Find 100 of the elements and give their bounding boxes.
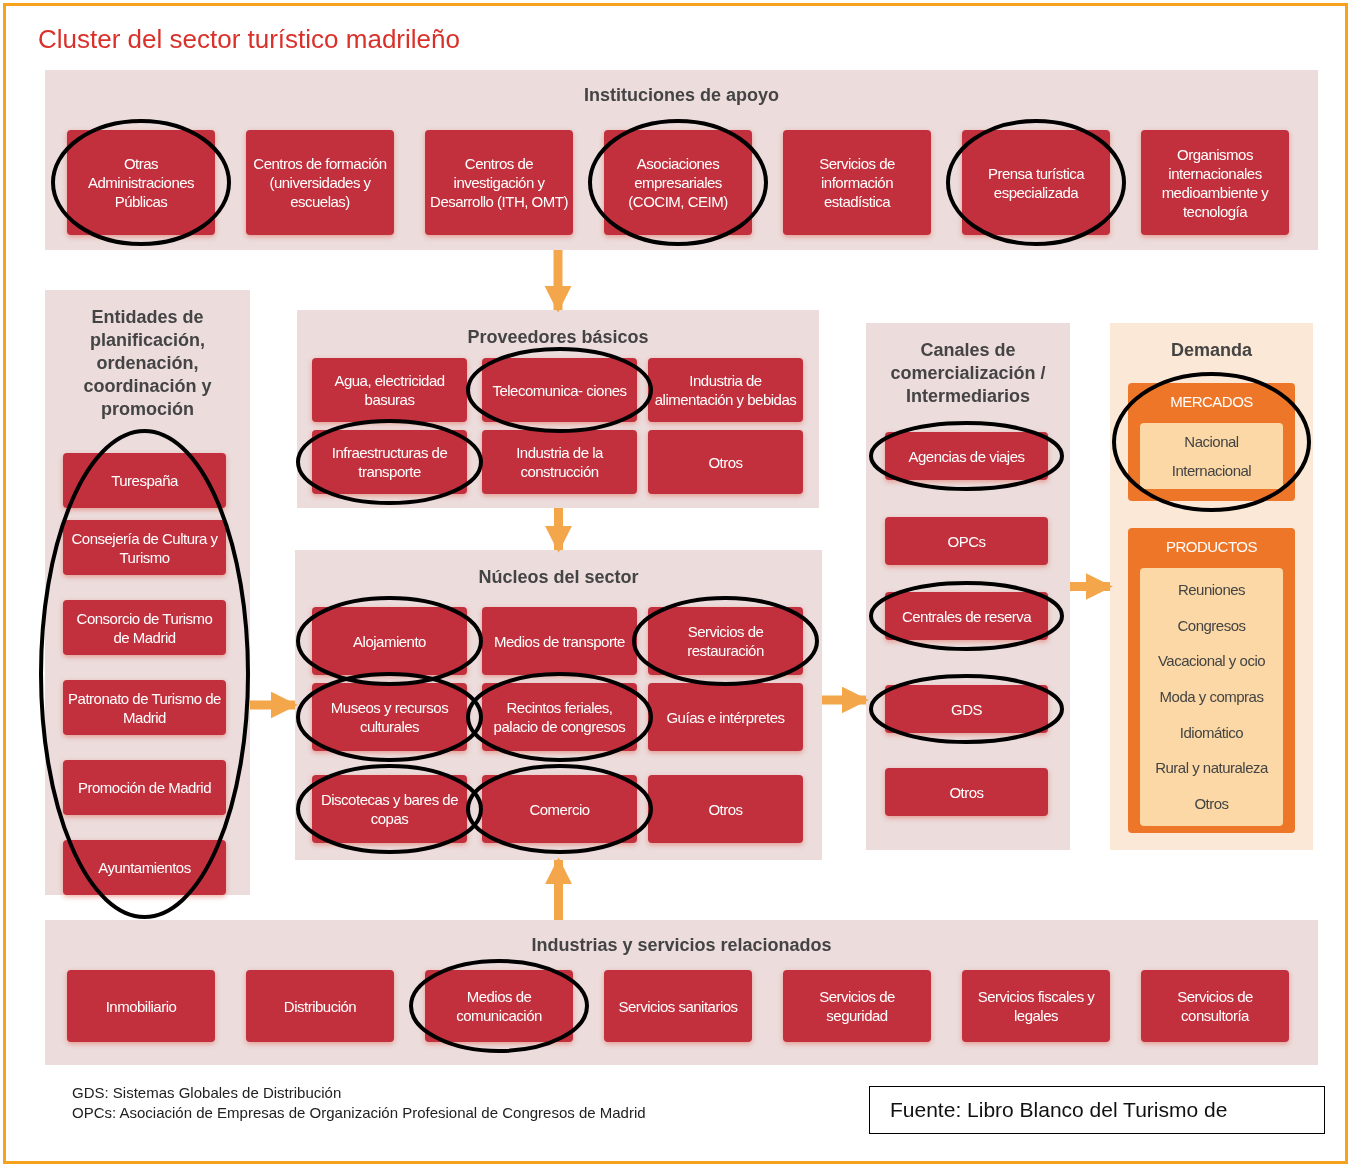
category-title: PRODUCTOS <box>1164 538 1259 555</box>
sector-box <box>246 970 394 1042</box>
sector-box <box>246 130 394 235</box>
sector-box <box>312 358 467 422</box>
arrow <box>544 250 572 313</box>
sector-box <box>885 592 1048 640</box>
list-panel <box>1140 423 1283 489</box>
sector-box <box>63 453 226 508</box>
sector-box <box>885 432 1048 480</box>
box-label: GDS <box>950 699 983 719</box>
group-panel <box>45 290 250 895</box>
box-label: Otros <box>707 799 744 819</box>
arrow <box>822 686 869 714</box>
arrow <box>545 508 572 553</box>
box-label: Promoción de Madrid <box>76 778 213 797</box>
sector-box <box>63 840 226 895</box>
box-label: Otros <box>948 782 985 802</box>
box-label: Ayuntamientos <box>97 858 192 877</box>
box-label: Otros <box>707 452 744 472</box>
box-label: Comercio <box>528 799 591 819</box>
box-label: Discotecas y bares de copas <box>319 790 460 828</box>
group-panel <box>297 310 819 508</box>
group-title: Demanda <box>1170 339 1253 362</box>
sector-box <box>962 970 1110 1042</box>
box-label: Otras Administraciones Públicas <box>86 154 196 211</box>
list-item: Nacional <box>1184 432 1239 451</box>
sector-box <box>604 130 752 235</box>
list-item: Vacacional y ocio <box>1157 652 1266 671</box>
box-label: Medios de comunicación <box>455 987 543 1025</box>
sector-box <box>63 600 226 655</box>
footnote: GDS: Sistemas Globales de Distribución <box>72 1084 342 1101</box>
list-panel <box>1140 568 1283 826</box>
list-item: Internacional <box>1171 461 1252 480</box>
box-label: Industria de alimentación y bebidas <box>653 371 798 409</box>
sector-box <box>648 683 803 751</box>
sector-box <box>67 970 215 1042</box>
box-label: Guías e intérpretes <box>665 707 786 727</box>
footnote: OPCs: Asociación de Empresas de Organización Profesional de Congresos de Madrid <box>72 1104 646 1121</box>
box-label: OPCs <box>946 531 987 551</box>
box-label: Recintos feriales, palacio de congresos <box>492 698 627 736</box>
box-label: Museos y recursos culturales <box>329 698 450 736</box>
box-label: Servicios de restauración <box>686 622 765 660</box>
sector-box <box>962 130 1110 235</box>
box-label: Patronato de Turismo de Madrid <box>67 688 222 727</box>
sector-box <box>885 768 1048 816</box>
box-label: Alojamiento <box>352 631 427 651</box>
sector-box <box>312 775 467 843</box>
box-label: Asociaciones empresariales (COCIM, CEIM) <box>627 154 729 211</box>
box-label: Centros de formación (universidades y escuelas) <box>252 154 388 211</box>
box-label: Centrales de reserva <box>900 606 1033 626</box>
list-item: Moda y compras <box>1159 687 1264 706</box>
sector-box <box>63 680 226 735</box>
group-panel <box>45 920 1318 1065</box>
sector-box <box>1141 970 1289 1042</box>
source-box <box>869 1086 1325 1134</box>
sector-box <box>482 430 637 494</box>
sector-box <box>312 607 467 675</box>
box-label: Distribución <box>282 996 358 1016</box>
arrow <box>545 857 572 920</box>
box-label: Medios de transporte <box>493 631 626 651</box>
sector-box <box>63 760 226 815</box>
sector-box <box>783 130 931 235</box>
box-label: Organismos internacionales medioambiente y tecnología <box>1160 144 1270 221</box>
group-panel <box>295 550 822 860</box>
list-item: Rural y naturaleza <box>1155 759 1268 778</box>
sector-box <box>312 683 467 751</box>
sector-box <box>63 520 226 575</box>
group-panel <box>45 70 1318 250</box>
list-item: Idiomático <box>1179 723 1244 742</box>
sector-box <box>425 970 573 1042</box>
group-panel <box>866 323 1070 850</box>
group-title: Canales de comercialización / Intermediarios <box>889 339 1047 408</box>
list-item: Congresos <box>1177 616 1246 635</box>
group-title: Entidades de planificación, ordenación, coordinación y promoción <box>82 306 213 421</box>
sector-box <box>482 607 637 675</box>
group-title: Industrias y servicios relacionados <box>530 934 833 957</box>
arrow <box>1070 573 1113 600</box>
list-item: Otros <box>1194 795 1229 814</box>
box-label: Fuente: Libro Blanco del Turismo de <box>890 1098 1228 1122</box>
category-panel <box>1128 383 1295 501</box>
box-label: Consejería de Cultura y Turismo <box>70 528 219 567</box>
sector-box <box>783 970 931 1042</box>
sector-box <box>604 970 752 1042</box>
group-title: Proveedores básicos <box>466 326 650 349</box>
box-label: Prensa turística especializada <box>986 163 1086 202</box>
sector-box <box>482 775 637 843</box>
sector-box <box>648 358 803 422</box>
sector-box <box>1141 130 1289 235</box>
list-item: Reuniones <box>1177 580 1246 599</box>
box-label: Consorcio de Turismo de Madrid <box>75 608 214 647</box>
box-label: Turespaña <box>110 471 180 490</box>
box-label: Servicios de seguridad <box>818 987 896 1025</box>
sector-box <box>885 517 1048 565</box>
sector-box <box>885 685 1048 733</box>
box-label: Centros de investigación y Desarrollo (ITH, OMT) <box>429 154 569 211</box>
box-label: Industria de la construcción <box>515 443 605 481</box>
box-label: Agua, electricidad basuras <box>333 371 446 409</box>
sector-box <box>312 430 467 494</box>
box-label: Servicios de consultoría <box>1176 987 1254 1025</box>
category-panel <box>1128 528 1295 833</box>
